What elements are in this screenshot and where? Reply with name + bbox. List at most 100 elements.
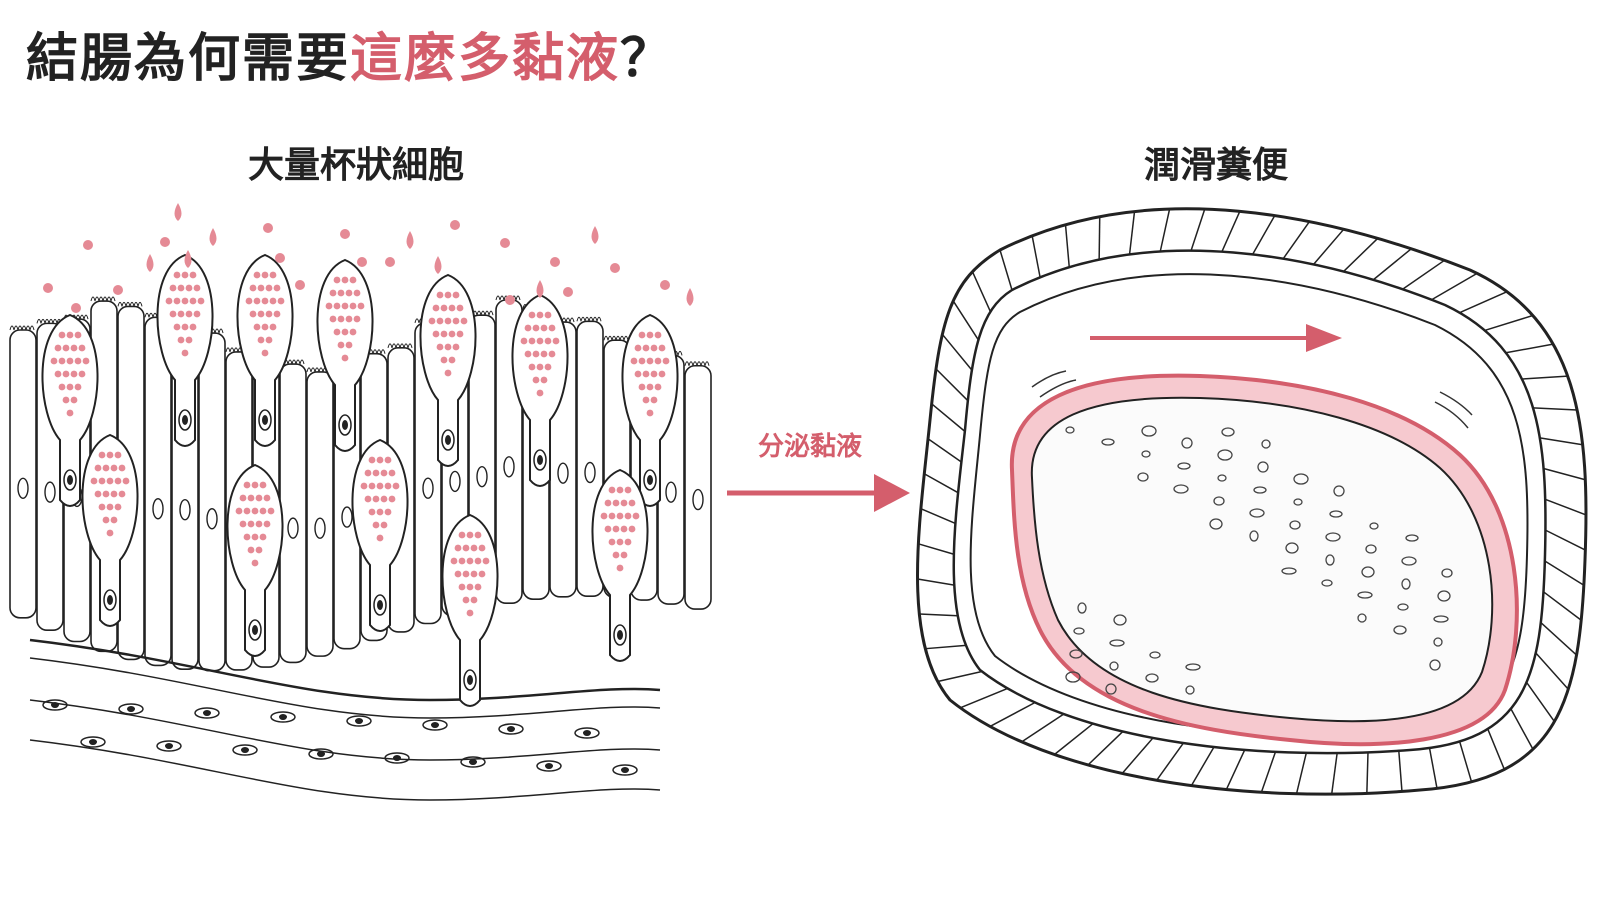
mucus-granule: [658, 370, 666, 378]
mucus-granule: [50, 357, 58, 365]
mucus-granule: [376, 456, 384, 464]
mucus-granule: [263, 494, 271, 502]
mucus-granule: [247, 520, 255, 528]
stool-texture-mark: [1441, 568, 1453, 578]
colon-outer-wall: [916, 207, 1588, 796]
mucus-droplet: [563, 287, 573, 297]
mucus-granule: [528, 363, 536, 371]
mucus-granule: [118, 490, 126, 498]
stool-texture-mark: [1253, 486, 1267, 494]
mucus-granule: [616, 538, 624, 546]
stool-texture-mark: [1109, 661, 1119, 671]
mucus-granule: [267, 507, 275, 515]
cell-nucleus: [179, 498, 191, 521]
tissue-nucleus-core: [469, 759, 477, 765]
mucus-granule: [82, 357, 90, 365]
ring-cell-divider: [931, 403, 966, 432]
mucus-droplet: [184, 250, 192, 268]
mucus-granule: [368, 482, 376, 490]
mucus-droplet: [686, 288, 694, 306]
mucus-granule: [436, 291, 444, 299]
columnar-cell: [279, 363, 307, 664]
goblet-cell-epithelium: [9, 253, 712, 801]
mucus-granule: [62, 344, 70, 352]
mucus-granule: [650, 370, 658, 378]
mucus-granule: [536, 311, 544, 319]
mucus-granule: [482, 557, 490, 565]
mucus-droplet: [275, 253, 285, 263]
mucus-granule: [376, 534, 384, 542]
ring-cell-divider: [1121, 737, 1154, 774]
tissue-nucleus: [536, 760, 562, 772]
mucus-granule: [253, 323, 261, 331]
stool-texture-mark: [1401, 556, 1417, 566]
mucus-granule: [532, 324, 540, 332]
mucus-granule: [106, 529, 114, 537]
mucus-granule: [58, 331, 66, 339]
stool-texture-mark: [1109, 639, 1125, 647]
mucus-granule: [634, 344, 642, 352]
stool-texture-mark: [1333, 485, 1345, 497]
columnar-cell: [306, 371, 334, 657]
mucus-granule: [452, 291, 460, 299]
mucus-granule: [78, 344, 86, 352]
mucus-granule: [193, 284, 201, 292]
ring-cell-divider: [1330, 752, 1338, 795]
mucus-granule: [74, 383, 82, 391]
ring-cell-divider: [1398, 750, 1403, 792]
tissue-nucleus-core: [127, 706, 135, 712]
mucus-granule: [251, 559, 259, 567]
mucus-granule: [536, 337, 544, 345]
process-arrow-label: 分泌黏液: [758, 432, 863, 462]
mucus-granule: [646, 409, 654, 417]
mucus-granule: [66, 331, 74, 339]
mucus-granule: [620, 499, 628, 507]
mucus-granule: [249, 284, 257, 292]
cell-nucleus: [665, 481, 677, 503]
connective-tissue-line: [29, 638, 661, 702]
mucus-granule: [349, 328, 357, 336]
mucus-granule: [249, 310, 257, 318]
mucus-granule: [337, 289, 345, 297]
mucus-granule: [173, 297, 181, 305]
ring-cell-divider: [1525, 681, 1556, 722]
ring-cell-divider: [999, 249, 1013, 291]
tissue-nucleus: [346, 715, 372, 727]
mucus-granule: [540, 350, 548, 358]
stool-texture-mark: [1177, 462, 1191, 470]
columnar-cell: [576, 320, 604, 598]
stool-texture-mark: [1185, 663, 1201, 671]
ring-cell-divider: [1366, 752, 1369, 794]
mucus-granule: [662, 357, 670, 365]
ring-cell-divider: [923, 473, 959, 494]
mucus-granule: [444, 369, 452, 377]
mucus-granule: [341, 276, 349, 284]
stool-texture-mark: [1073, 627, 1085, 635]
mucus-granule: [98, 503, 106, 511]
mucus-granule: [122, 477, 130, 485]
mucus-granule: [251, 533, 259, 541]
stool-texture-mark: [1213, 496, 1225, 506]
ring-cell-divider: [1539, 437, 1583, 446]
mucus-granule: [341, 354, 349, 362]
mucus-granule: [333, 302, 341, 310]
mucus-granule: [444, 291, 452, 299]
mucus-granule: [257, 336, 265, 344]
mucus-granule: [624, 512, 632, 520]
mucus-granule: [165, 297, 173, 305]
mucus-granule: [470, 570, 478, 578]
mucus-droplet: [357, 257, 367, 267]
ring-cell-divider: [1159, 208, 1171, 252]
mucus-granule: [608, 512, 616, 520]
mucus-granule: [444, 343, 452, 351]
mucus-granule: [454, 544, 462, 552]
mucus-granule: [114, 451, 122, 459]
connective-tissue-line: [29, 699, 661, 761]
mucus-granule: [624, 486, 632, 494]
mucus-granule: [380, 495, 388, 503]
mucus-granule: [62, 396, 70, 404]
mucus-granule: [181, 349, 189, 357]
mucus-granule: [255, 494, 263, 502]
mucus-granule: [600, 512, 608, 520]
mucus-granule: [177, 336, 185, 344]
